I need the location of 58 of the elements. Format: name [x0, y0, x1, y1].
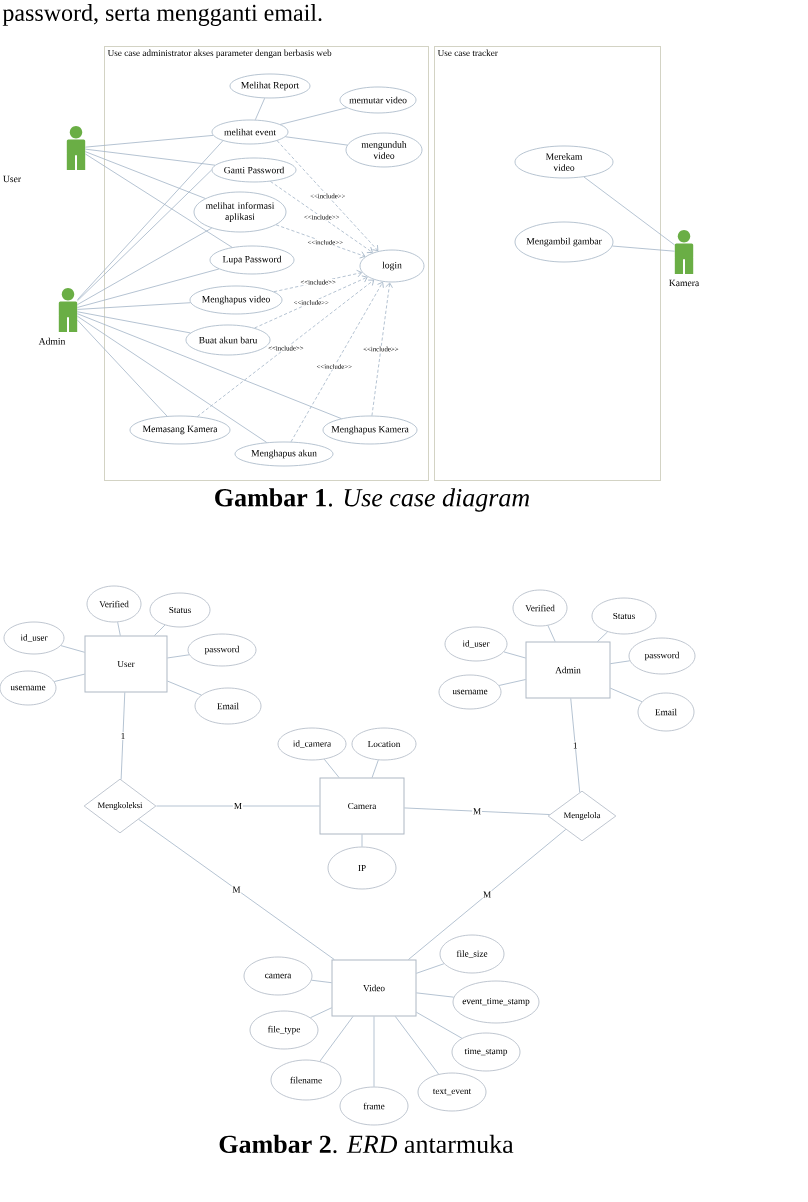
association-line: [254, 97, 266, 121]
association-line: [77, 313, 342, 419]
connector-line: [547, 625, 556, 642]
connector-line: [371, 759, 379, 778]
connector-line: [311, 979, 332, 984]
connector-line: [404, 807, 550, 815]
association-line: [85, 151, 206, 199]
association-line: [77, 268, 220, 308]
connector-line: [597, 631, 608, 642]
connector-line: [373, 1016, 375, 1087]
connector-line: [323, 758, 340, 778]
association-line: [85, 135, 214, 148]
association-line: [77, 302, 191, 310]
connector-line: [408, 829, 567, 960]
association-line: [85, 148, 216, 166]
association-line: [85, 153, 233, 248]
dashed-arrow: [273, 269, 362, 293]
association-line: [77, 311, 191, 334]
dashed-arrow: [276, 140, 379, 252]
association-line: [77, 227, 213, 306]
connector-line: [156, 805, 320, 807]
dashed-arrow: [275, 224, 366, 259]
association-line: [612, 245, 675, 252]
association-line: [285, 136, 348, 146]
association-line: [77, 140, 224, 301]
connector-line: [416, 963, 445, 974]
association-line: [77, 319, 168, 417]
dashed-arrow: [270, 181, 373, 254]
association-line: [77, 169, 212, 302]
dashed-arrow: [197, 279, 375, 417]
dashed-arrow: [371, 282, 393, 416]
dashed-arrow: [254, 275, 368, 329]
connector-line: [394, 1016, 439, 1075]
association-line: [583, 176, 675, 246]
connector-line: [154, 624, 166, 636]
connector-line: [361, 834, 363, 847]
connector-line: [167, 654, 190, 659]
connector-line: [416, 992, 455, 998]
connector-line: [117, 621, 121, 636]
association-line: [77, 315, 267, 443]
dashed-arrow: [290, 281, 384, 443]
connector-line: [570, 698, 581, 793]
connector-line: [120, 692, 126, 780]
connector-line: [610, 687, 643, 703]
connector-line: [319, 1016, 354, 1062]
connector-line: [60, 645, 85, 653]
association-line: [279, 107, 348, 125]
figure-caption: Gambar 1. Use case diagram: [215, 488, 530, 512]
connector-line: [167, 680, 202, 696]
body-text: password, serta mengganti email.: [2, 4, 322, 26]
connector-line: [503, 651, 526, 659]
connector-line: [53, 673, 85, 682]
connector-line: [498, 679, 526, 686]
connector-line: [610, 660, 631, 665]
connector-line: [310, 1007, 332, 1019]
connector-line: [416, 1011, 463, 1039]
connector-line: [138, 818, 335, 960]
figure-caption: Gambar 2. ERD antarmuka: [219, 1134, 514, 1154]
